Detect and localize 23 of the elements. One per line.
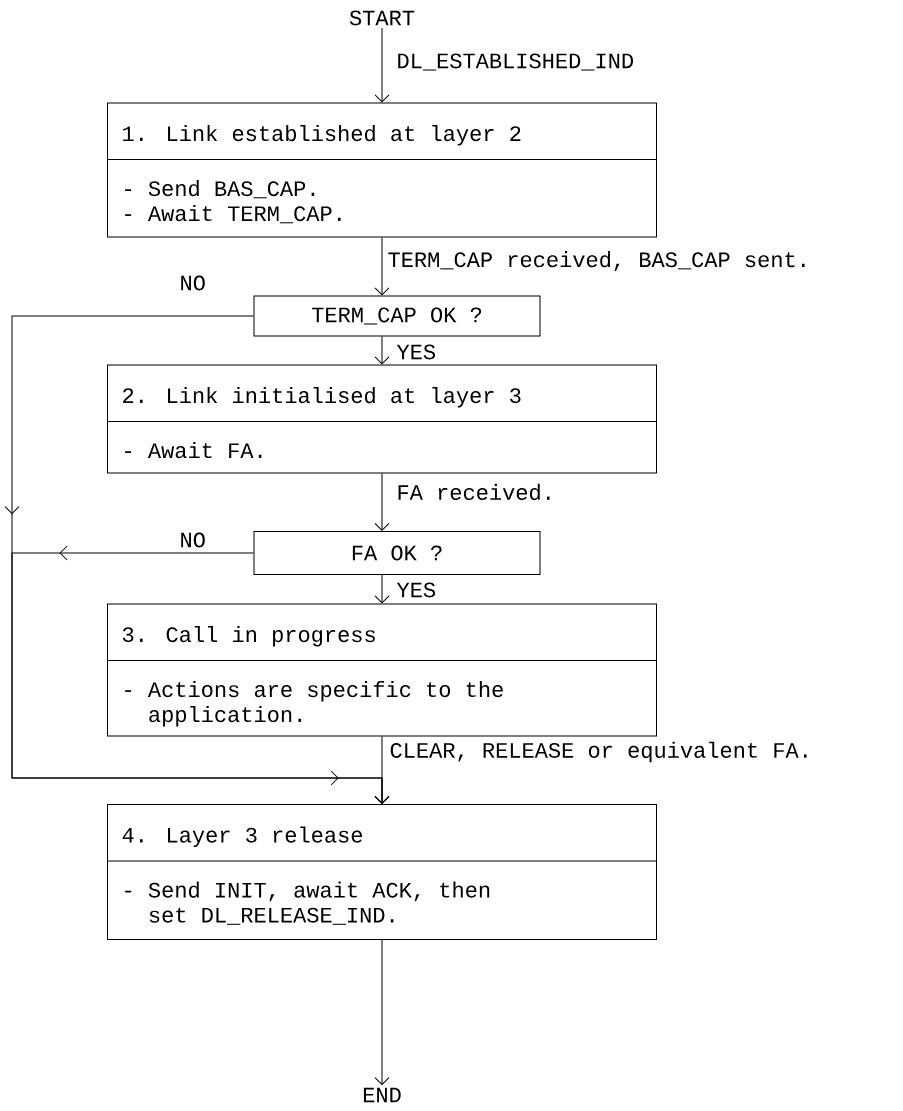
- state-box: 4. Layer 3 release - Send INIT, await ACK, then set DL_RELEASE_IND.: [106, 804, 658, 940]
- arrow: [374, 574, 390, 604]
- terminal-label: END: [363, 1087, 401, 1103]
- edge-label: DL_ESTABLISHED_IND: [398, 53, 633, 71]
- edge-label: TERM_CAP received, BAS_CAP sent.: [388, 251, 805, 271]
- arrow: [374, 27, 390, 103]
- arrow: [374, 939, 390, 1086]
- state-box: 1. Link established at layer 2 - Send BAS_CAP. - Await TERM_CAP.: [106, 102, 658, 238]
- arrow: [374, 473, 390, 531]
- edge-label: NO: [181, 532, 205, 548]
- decision-box: FA OK ?: [253, 531, 541, 575]
- state-box: 2. Link initialised at layer 3 - Await FA.: [106, 364, 658, 474]
- decision-box: TERM_CAP OK ?: [253, 295, 541, 337]
- edge-label: YES: [396, 582, 436, 598]
- edge-label: NO: [181, 275, 205, 291]
- arrow: [374, 336, 390, 365]
- edge-label: CLEAR, RELEASE or equivalent FA.: [390, 741, 807, 763]
- edge-label: FA received.: [398, 483, 550, 501]
- arrow: [374, 237, 390, 296]
- arrow: [11, 545, 390, 804]
- terminal-label: START: [349, 10, 415, 26]
- state-box: 3. Call in progress - Actions are specific to the application.: [106, 603, 658, 737]
- edge-label: YES: [396, 344, 436, 360]
